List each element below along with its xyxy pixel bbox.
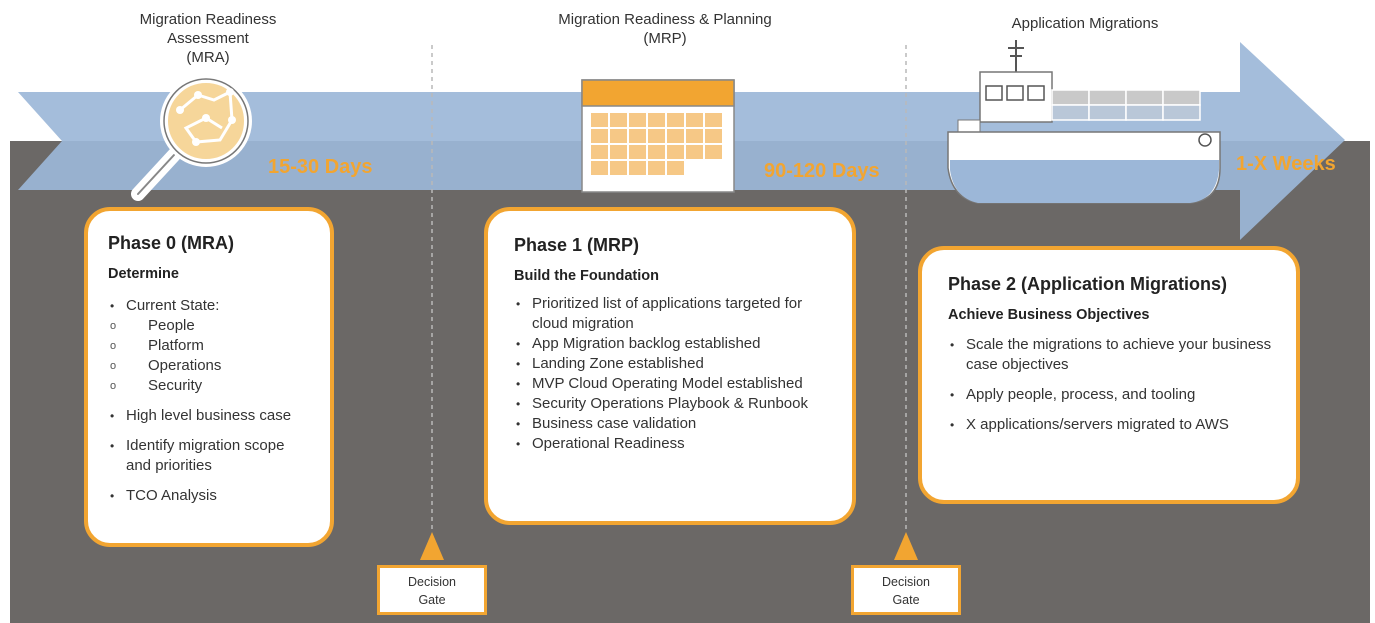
phase-0-subtitle: Determine	[108, 266, 179, 282]
phase-2-list: Scale the migrations to achieve your bus…	[948, 335, 1276, 435]
magnifier-icon	[131, 75, 252, 201]
list-item: Landing Zone established	[514, 354, 832, 374]
calendar-icon	[581, 79, 735, 193]
gate-pointer-1	[420, 532, 444, 560]
list-item: Scale the migrations to achieve your bus…	[948, 335, 1276, 375]
phase-2-title: Phase 2 (Application Migrations)	[948, 274, 1228, 294]
list-item: People	[108, 316, 312, 336]
list-item: Current State:	[108, 296, 312, 316]
list-item: High level business case	[108, 406, 312, 426]
list-item: Prioritized list of applications targete…	[514, 294, 832, 334]
list-item: Security	[108, 376, 312, 396]
phase-1-card: Phase 1 (MRP) Build the Foundation Prior…	[484, 207, 856, 525]
phase-1-list: Prioritized list of applications targete…	[514, 294, 832, 454]
gate-pointer-2	[894, 532, 918, 560]
phase-2-duration: 1-X Weeks	[1236, 153, 1336, 175]
phase-1-title: Phase 1 (MRP)	[514, 235, 640, 255]
list-item: Business case validation	[514, 414, 832, 434]
phase-0-duration: 15-30 Days	[268, 156, 373, 178]
list-item: Operations	[108, 356, 312, 376]
phase-0-header: Migration Readiness Assessment (MRA)	[139, 11, 277, 66]
phase-0-title: Phase 0 (MRA)	[108, 233, 235, 253]
phase-1-duration: 90-120 Days	[764, 160, 880, 182]
phase-0-card: Phase 0 (MRA) Determine Current State: P…	[84, 207, 334, 547]
list-item: Platform	[108, 336, 312, 356]
phase-0-list: Current State: People Platform Operation…	[108, 296, 312, 506]
decision-gate-2: Decision Gate	[851, 565, 961, 615]
phase-1-subtitle: Build the Foundation	[514, 268, 659, 284]
list-item: X applications/servers migrated to AWS	[948, 415, 1276, 435]
list-item: Identify migration scope and priorities	[108, 436, 312, 476]
phase-1-header: Migration Readiness & Planning (MRP)	[558, 11, 772, 47]
list-item: Operational Readiness	[514, 434, 832, 454]
ship-icon	[947, 40, 1221, 204]
list-item: MVP Cloud Operating Model established	[514, 374, 832, 394]
phase-2-header: Application Migrations	[1011, 15, 1159, 32]
list-item: Apply people, process, and tooling	[948, 385, 1276, 405]
list-item: App Migration backlog established	[514, 334, 832, 354]
decision-gate-1: Decision Gate	[377, 565, 487, 615]
phase-2-subtitle: Achieve Business Objectives	[948, 307, 1150, 323]
phase-2-card: Phase 2 (Application Migrations) Achieve…	[918, 246, 1300, 504]
list-item: TCO Analysis	[108, 486, 312, 506]
list-item: Security Operations Playbook & Runbook	[514, 394, 832, 414]
